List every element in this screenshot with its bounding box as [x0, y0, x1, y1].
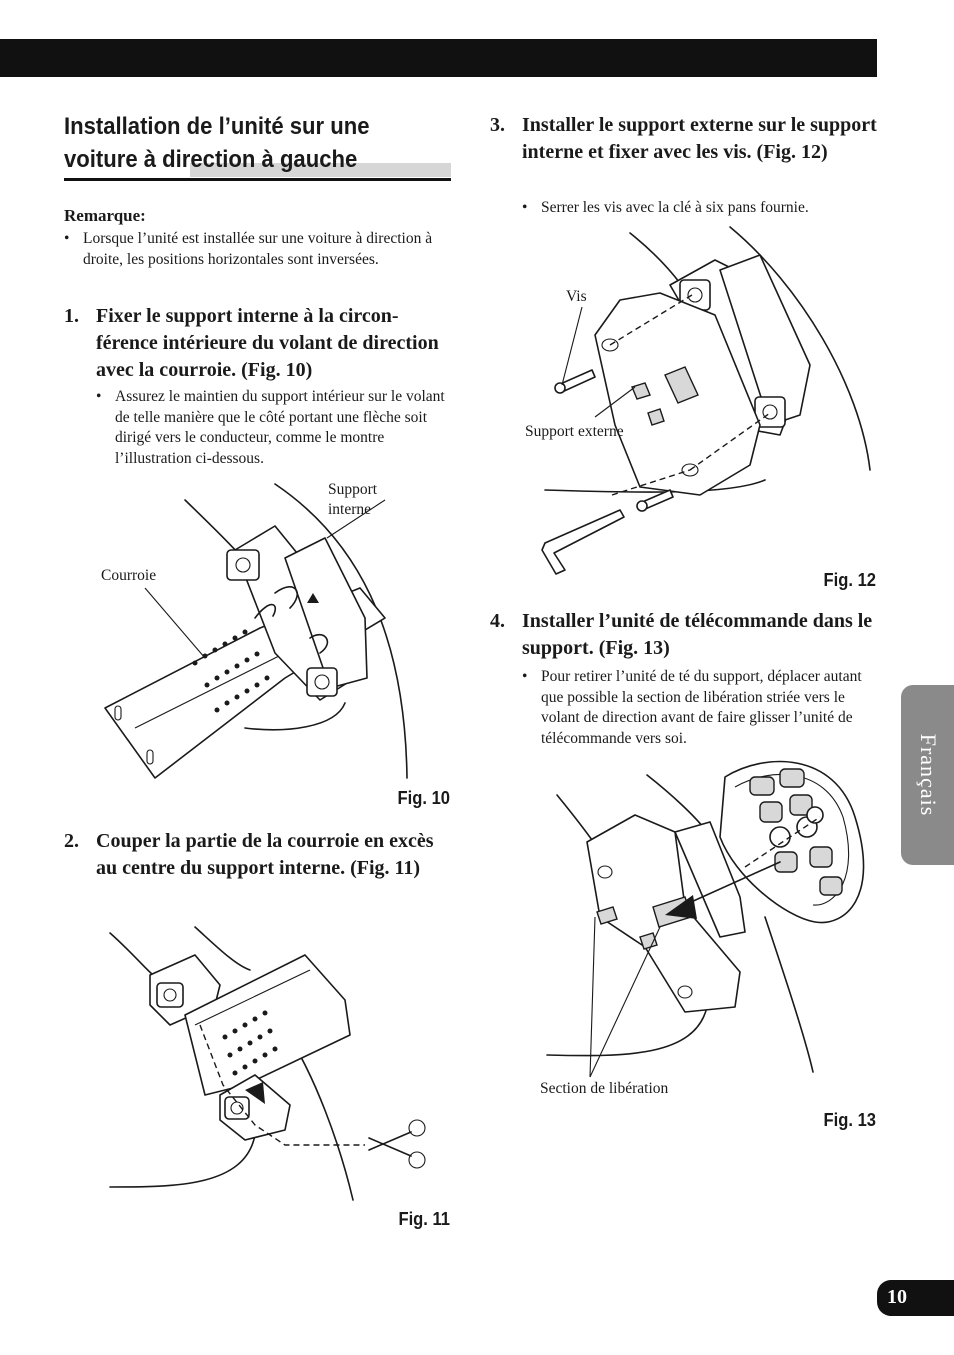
fig12-callout-external: Support externe [525, 423, 624, 440]
fig12-label: Fig. 12 [823, 570, 876, 590]
fig11-label: Fig. 11 [398, 1209, 450, 1229]
fig13-callout-release: Section de libération [540, 1080, 669, 1097]
fig10-callout-support: Support interne [328, 481, 378, 518]
language-tab-label: Français [915, 733, 941, 817]
header-bar [0, 39, 877, 77]
remark-title: Remarque: [64, 206, 146, 225]
section-title: Installation de l’unité sur une voiture … [64, 113, 370, 173]
fig13-label: Fig. 13 [823, 1110, 876, 1130]
step-1-bullet: • Assurez le maintien du support intérie… [96, 388, 445, 467]
step-3-bullet: • Serrer les vis avec la clé à six pans … [522, 199, 809, 216]
figure-12 [541, 226, 871, 575]
title-underline-shade [190, 163, 451, 177]
page-number: 10 [877, 1280, 954, 1316]
figure-10 [104, 483, 408, 779]
step-2: 2. Couper la partie de la courroie en ex… [64, 830, 434, 879]
fig10-label: Fig. 10 [397, 788, 450, 808]
title-rule [64, 178, 451, 181]
figure-13 [546, 760, 865, 1078]
step-4: 4. Installer l’unité de télécommande dan… [490, 610, 873, 659]
language-tab: Français [901, 685, 954, 865]
step-4-bullet: • Pour retirer l’unité de té du support,… [522, 668, 862, 747]
fig12-callout-screw: Vis [566, 288, 587, 305]
fig10-callout-strap: Courroie [101, 567, 157, 584]
page-number-text: 10 [887, 1286, 907, 1308]
remark-bullet: • Lorsque l’unité est installée sur une … [64, 230, 433, 268]
step-3: 3. Installer le support externe sur le s… [490, 114, 877, 163]
figure-11 [109, 926, 426, 1201]
step-1: 1. Fixer le support interne à la circon-… [64, 305, 439, 381]
